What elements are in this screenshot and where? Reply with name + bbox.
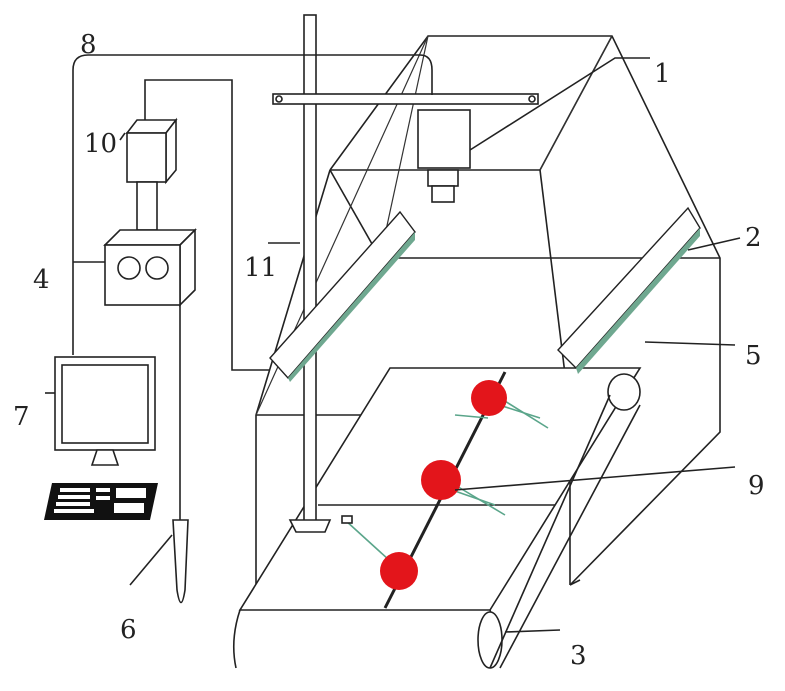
leader-lines [119, 57, 741, 633]
label-8: 8 [80, 30, 97, 60]
label-9: 9 [748, 471, 765, 501]
label-7: 7 [13, 402, 30, 432]
vertical-stand-rail [272, 14, 539, 533]
conveyor-belt [232, 367, 642, 669]
label-3: 3 [570, 641, 587, 671]
label-4: 4 [33, 265, 50, 295]
light-left [269, 210, 416, 382]
lamp-left-face [288, 232, 415, 382]
computer [44, 356, 158, 520]
temperature-probe [129, 519, 189, 604]
label-2: 2 [745, 223, 762, 253]
control-box [103, 228, 197, 307]
label-5: 5 [745, 341, 762, 371]
fruit-1 [471, 380, 507, 416]
light-right [557, 206, 701, 374]
label-10: 10 [84, 129, 117, 159]
power-supply-box [125, 117, 178, 231]
label-6: 6 [120, 615, 137, 645]
fruit-samples [341, 380, 549, 590]
label-11: 11 [244, 253, 277, 283]
fruit-3 [380, 552, 418, 590]
fruit-2 [421, 460, 461, 500]
camera [417, 109, 471, 203]
cables [72, 54, 433, 520]
label-1: 1 [654, 59, 671, 89]
